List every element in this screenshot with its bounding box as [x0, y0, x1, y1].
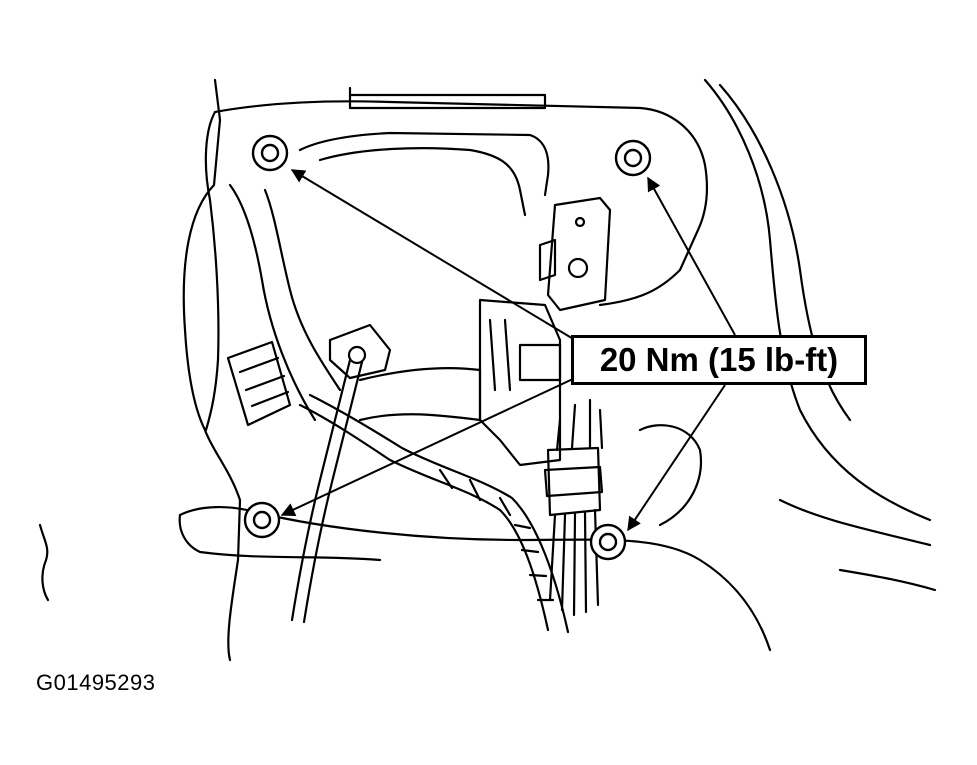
upright-bracket-hole — [567, 257, 589, 279]
nut-bottom-left — [243, 501, 281, 539]
upright-bracket — [546, 196, 612, 312]
bracket-inner-rim — [298, 131, 550, 197]
electrical-connector-detail — [238, 356, 290, 408]
nut-bottom-right — [589, 523, 627, 561]
center-housing-panel — [478, 298, 562, 467]
cable-end-pin — [347, 345, 367, 365]
left-body-contour — [182, 78, 242, 662]
wire-bundle — [546, 446, 602, 517]
upright-bracket-hole-small — [574, 216, 586, 228]
lower-right-contour — [778, 498, 937, 592]
leader-lines — [280, 169, 736, 532]
bracket-outline — [213, 100, 709, 307]
shift-cable — [290, 358, 352, 622]
nut-top-right — [614, 139, 652, 177]
leader-top-left — [290, 169, 576, 341]
torque-callout: 20 Nm (15 lb-ft) — [571, 335, 867, 385]
center-window — [518, 343, 562, 382]
electrical-connector — [226, 340, 292, 427]
leader-bottom-right — [627, 384, 726, 532]
figure-id: G01495293 — [36, 670, 156, 695]
bracket-inner-left — [263, 188, 342, 392]
leader-bottom-left — [280, 377, 576, 517]
nut-top-left — [251, 134, 289, 172]
mounting-nuts — [243, 134, 652, 561]
center-housing — [358, 366, 482, 422]
wire-bundle-strands — [548, 398, 604, 617]
wiring-harness — [298, 403, 550, 632]
cable-end-clip — [328, 323, 392, 380]
harness-wraps — [438, 468, 555, 602]
center-ribs — [488, 318, 512, 392]
bracket-left-edge — [204, 110, 220, 432]
lower-right-housing — [638, 424, 703, 527]
wire-bundle-band — [543, 465, 604, 498]
far-left-contour — [38, 523, 50, 602]
bracket-inner-rim-2 — [318, 147, 527, 217]
upright-bracket-tab — [538, 238, 557, 282]
bracket-inner-left-2 — [228, 183, 317, 422]
wiring-harness-2 — [308, 393, 570, 634]
shift-cable-2 — [302, 360, 364, 624]
leader-top-right — [647, 176, 736, 336]
lower-body-edge-2 — [178, 513, 382, 562]
right-body-contour — [703, 78, 932, 522]
